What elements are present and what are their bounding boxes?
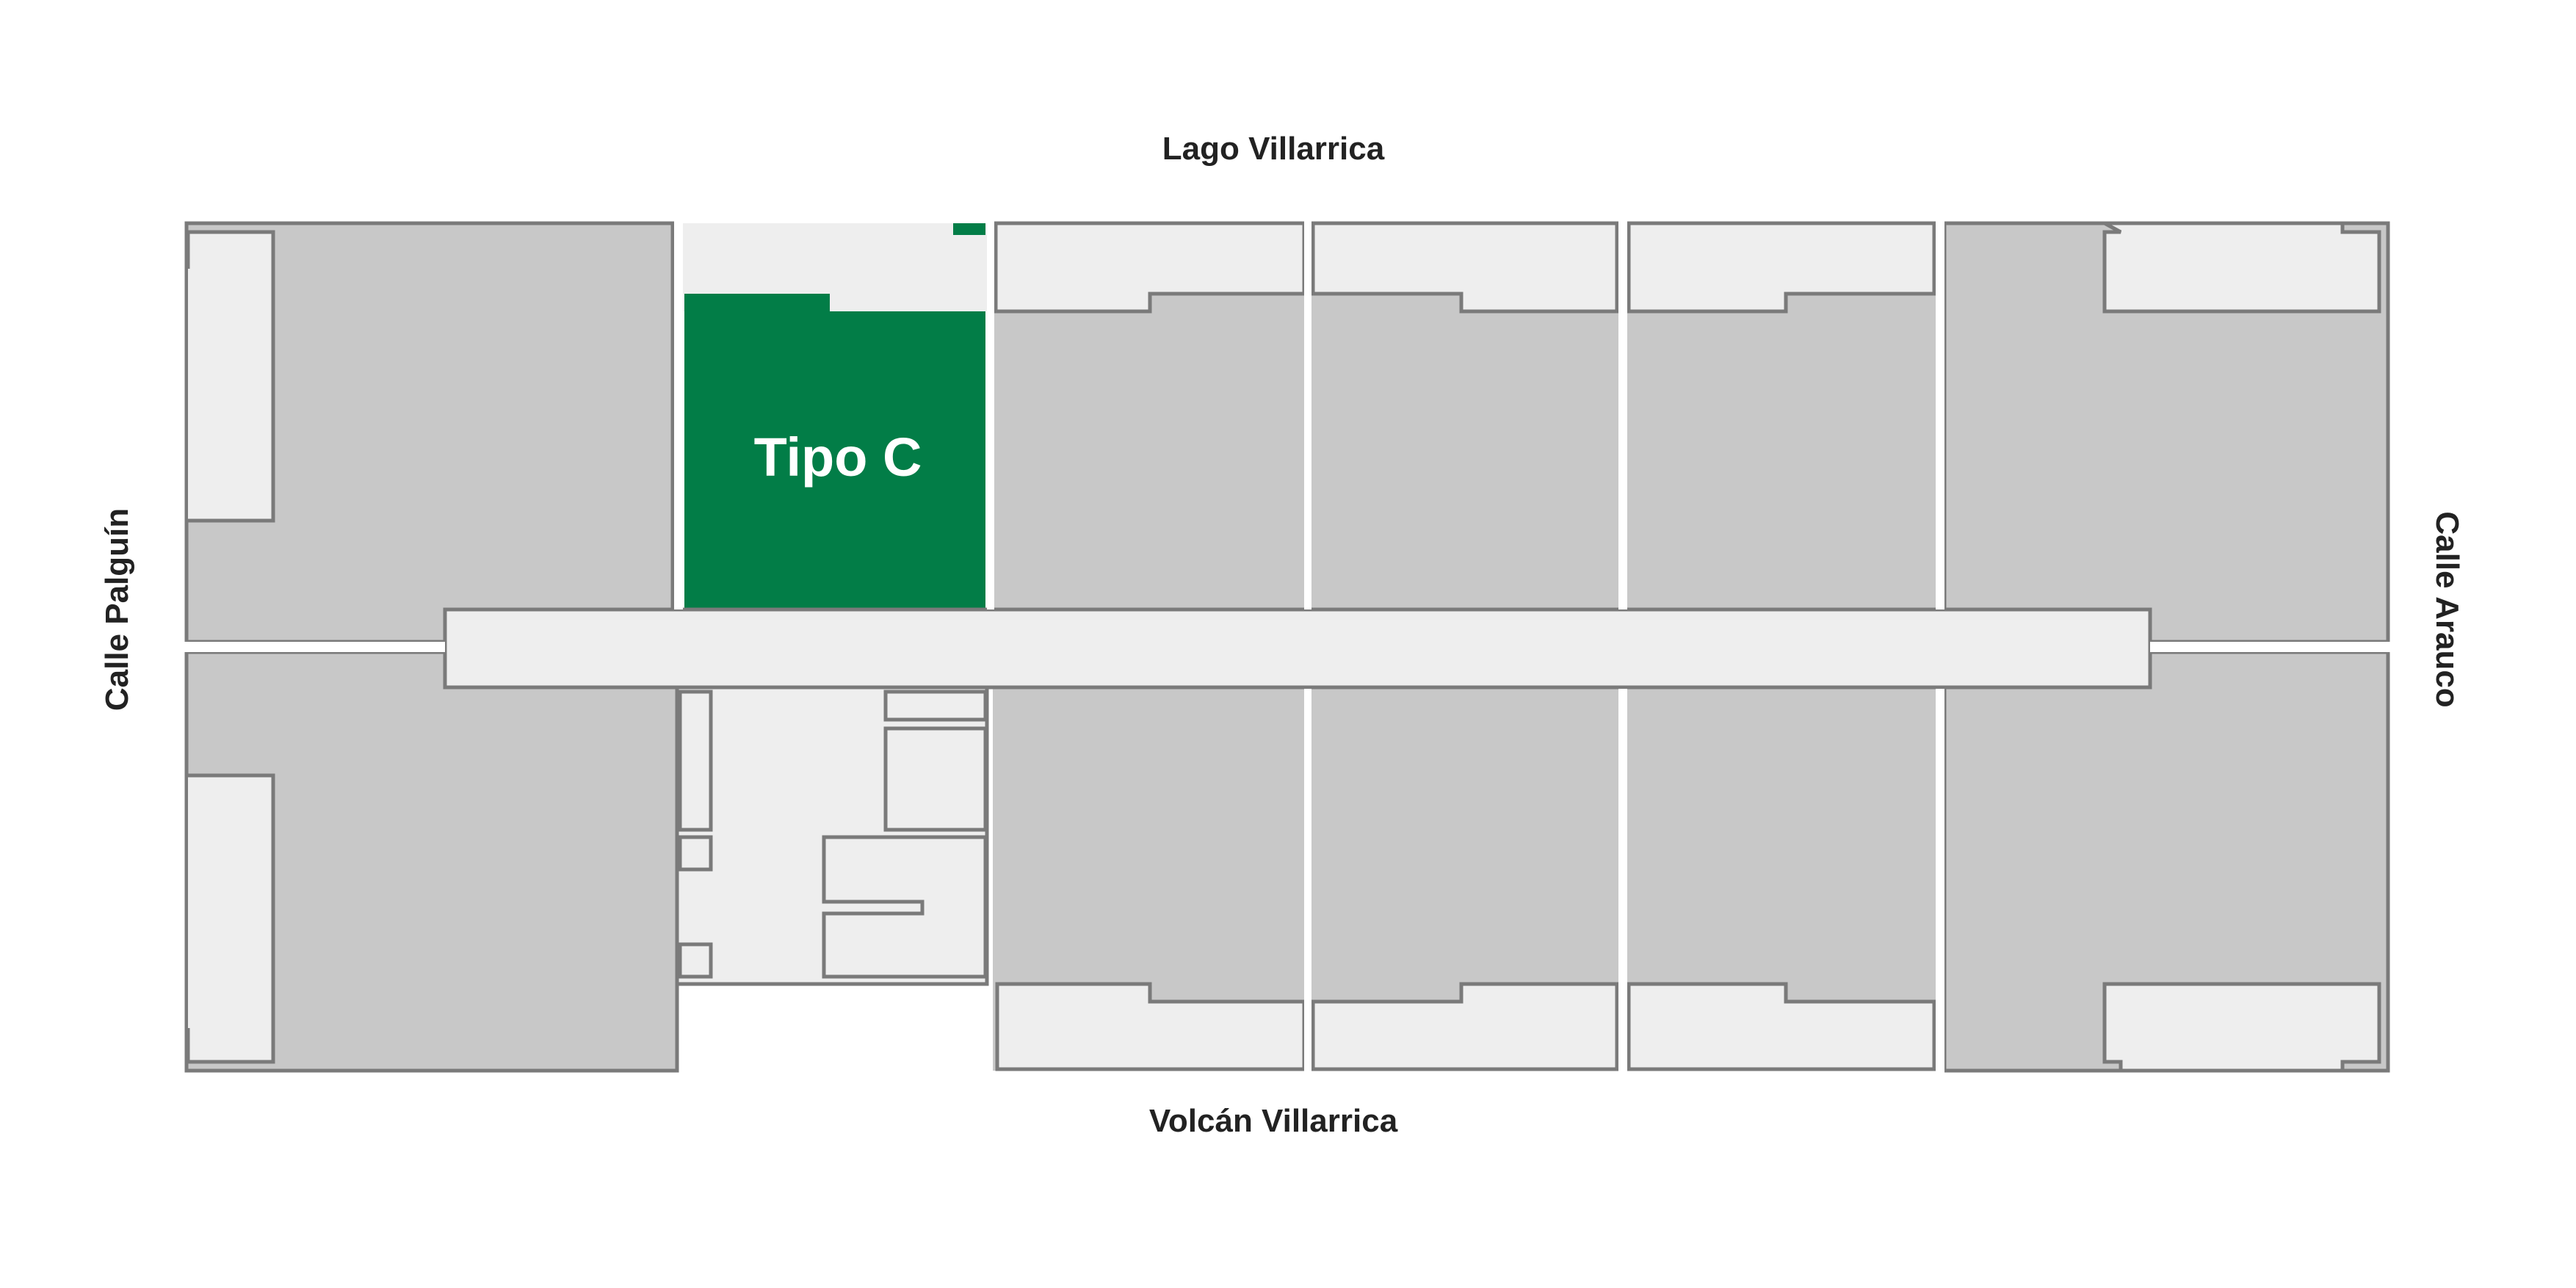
street-label-left: Calle Palguín (99, 507, 135, 712)
core-stairs (822, 835, 988, 979)
core-elevator-1 (883, 690, 988, 722)
core-shaft-2 (678, 835, 713, 872)
street-label-top: Lago Villarrica (1162, 131, 1385, 167)
core-shaft-3 (678, 942, 713, 979)
core-shaft-1 (678, 690, 713, 832)
core-elevator-2 (883, 726, 988, 832)
unit-tipo-c-label: Tipo C (753, 427, 922, 488)
street-label-right: Calle Arauco (2429, 511, 2465, 708)
unit-tipo-c[interactable] (684, 294, 985, 609)
central-corridor (443, 607, 2152, 690)
unit-tipo-c-marker (953, 223, 985, 235)
street-label-bottom: Volcán Villarrica (1148, 1103, 1398, 1139)
terrace-left-lower (188, 775, 273, 1062)
terrace-left-upper (188, 232, 273, 521)
